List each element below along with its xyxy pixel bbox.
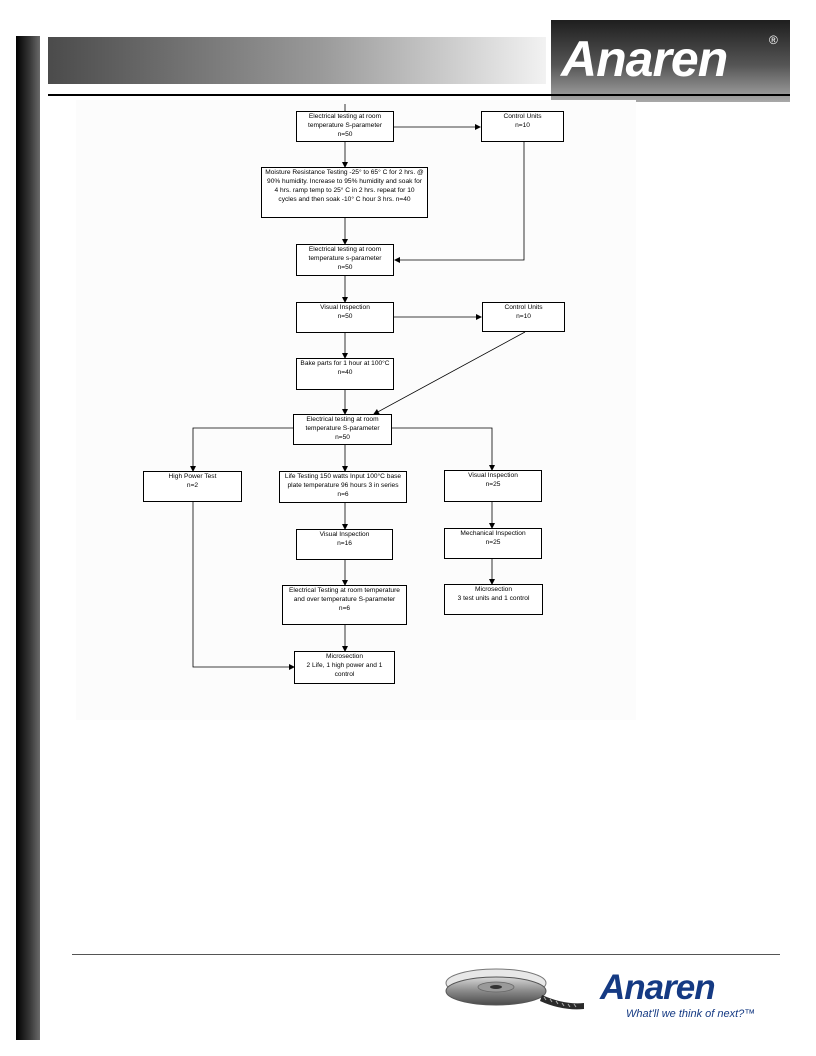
header-gradient-band	[48, 37, 546, 84]
node-bake-parts: Bake parts for 1 hour at 100°C n=40	[296, 358, 394, 390]
node-electrical-testing-4: Electrical Testing at room temperature a…	[282, 585, 407, 625]
node-life-testing: Life Testing 150 watts Input 100°C base …	[279, 471, 407, 503]
node-microsection-2: Microsection 2 Life, 1 high power and 1 …	[294, 651, 395, 684]
footer-logo: Anaren	[600, 968, 716, 1007]
node-electrical-testing-2: Electrical testing at room temperature s…	[296, 244, 394, 276]
registered-mark: ®	[769, 33, 778, 47]
header-logo-box: Anaren ®	[551, 20, 790, 102]
left-margin-bar	[16, 36, 40, 1040]
node-control-units-1: Control Units n=10	[481, 111, 564, 142]
footer-rule	[72, 954, 780, 955]
footer-tagline: What'll we think of next?™	[626, 1008, 756, 1020]
node-visual-inspection-1: Visual Inspection n=50	[296, 302, 394, 333]
node-electrical-testing-1: Electrical testing at room temperature S…	[296, 111, 394, 142]
node-visual-inspection-2: Visual Inspection n=25	[444, 470, 542, 502]
node-control-units-2: Control Units n=10	[482, 302, 565, 332]
node-mechanical-inspection: Mechanical Inspection n=25	[444, 528, 542, 559]
tape-reel-icon	[445, 968, 584, 1010]
node-microsection-1: Microsection 3 test units and 1 control	[444, 584, 543, 615]
node-visual-inspection-3: Visual Inspection n=16	[296, 529, 393, 560]
node-moisture-resistance: Moisture Resistance Testing -25° to 65° …	[261, 167, 428, 218]
node-electrical-testing-3: Electrical testing at room temperature S…	[293, 414, 392, 445]
header-logo: Anaren	[561, 31, 728, 87]
header-rule	[48, 94, 790, 96]
node-high-power-test: High Power Test n=2	[143, 471, 242, 502]
